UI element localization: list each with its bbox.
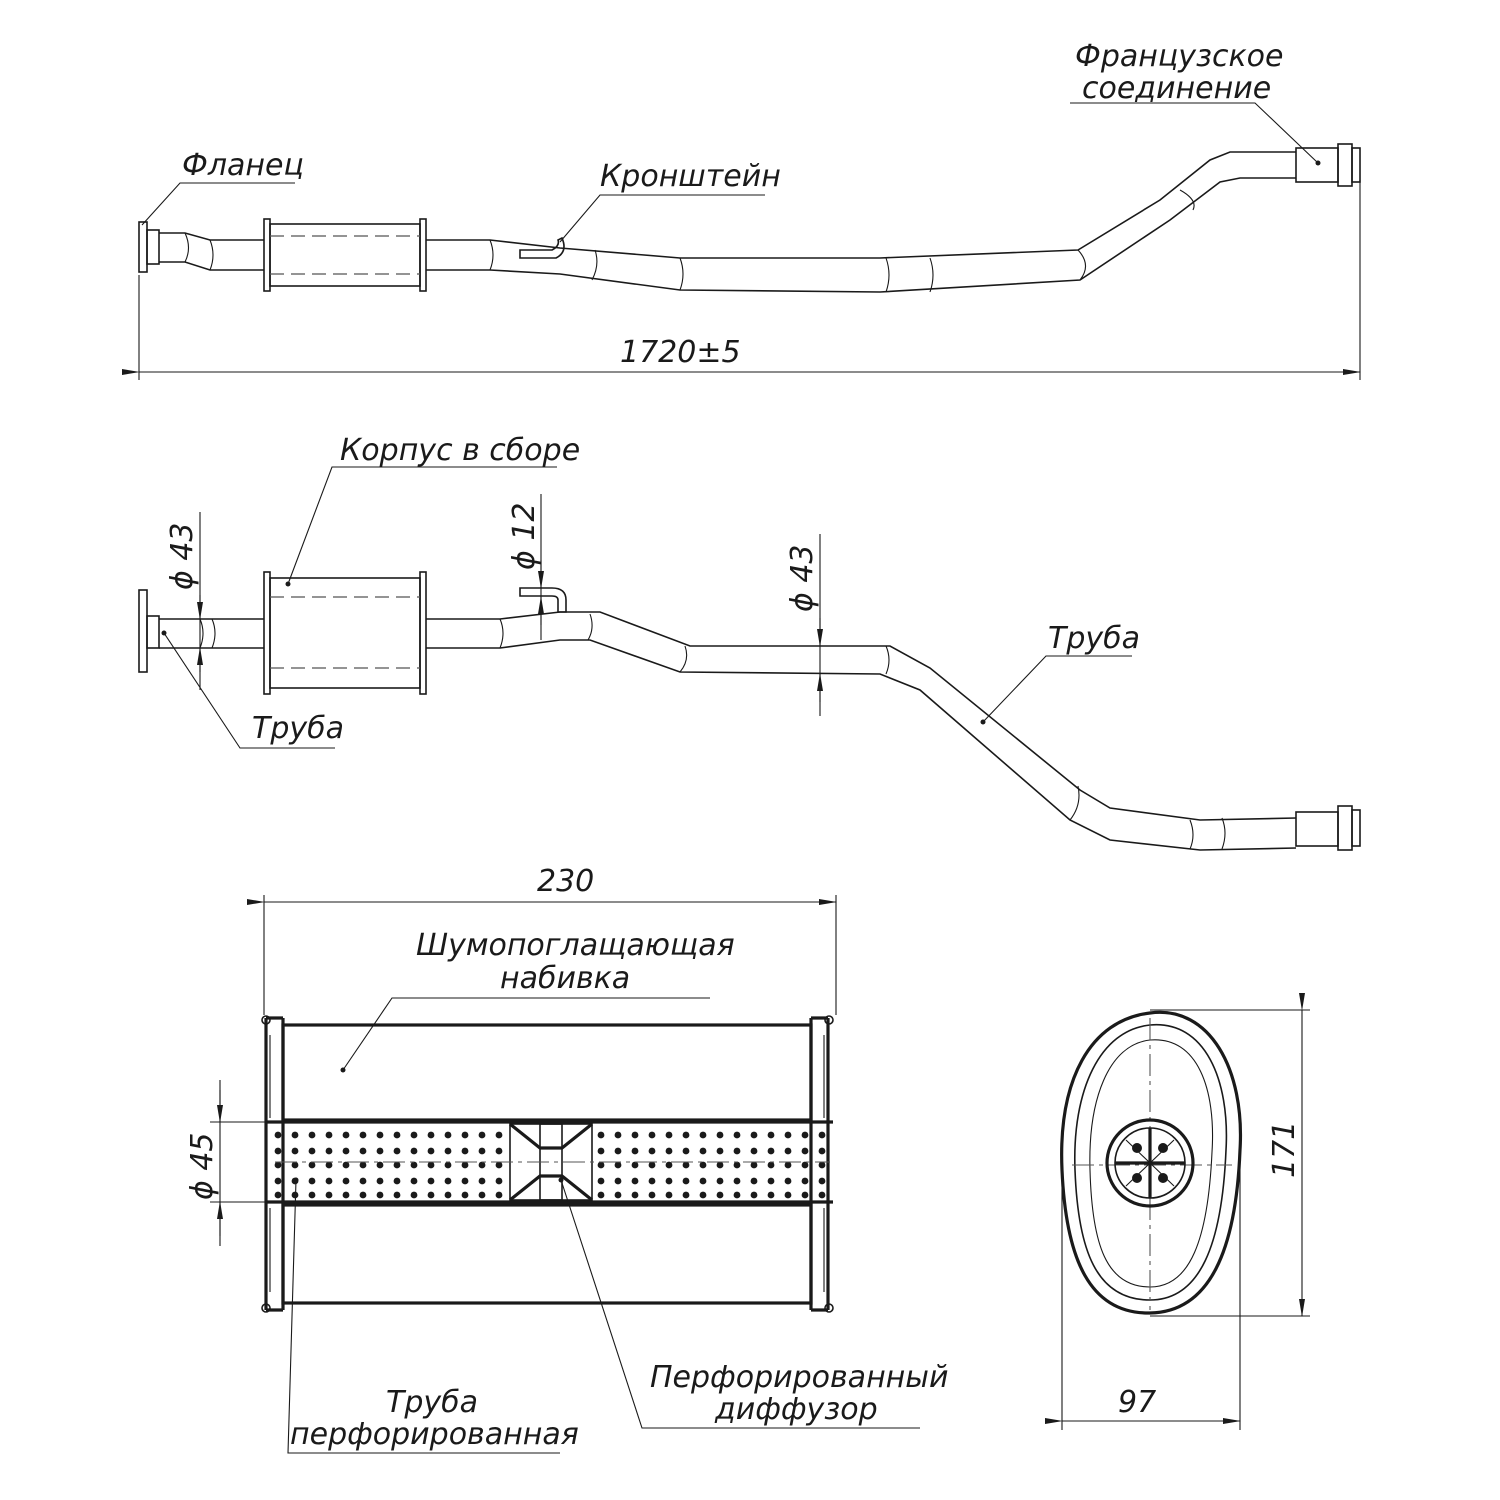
- label-perf-diffuser-2: диффузор: [714, 1392, 878, 1427]
- perforated-diffuser: [509, 1122, 593, 1202]
- label-housing: Корпус в сборе: [340, 433, 580, 468]
- dim-muffler-length: 230: [537, 864, 594, 899]
- muffler-end-view: [1045, 993, 1310, 1430]
- label-bracket: Кронштейн: [600, 159, 781, 194]
- dim-muffler-width: 97: [1118, 1385, 1156, 1420]
- absorb-upper: [281, 1023, 813, 1122]
- dim-pipe-dia-left: ϕ 43: [165, 523, 200, 591]
- flange-side: [138, 589, 148, 673]
- housing-side: [269, 577, 421, 689]
- dim-pipe-dia-mid: ϕ 43: [785, 545, 820, 613]
- dim-bracket-dia: ϕ 12: [507, 503, 542, 571]
- perforated-pipe-right: [592, 1127, 830, 1199]
- label-sound-absorb-2: набивка: [500, 961, 630, 996]
- flange-plate: [138, 221, 148, 273]
- main-pipe-side-lower: [426, 639, 1297, 851]
- pipe-end-circle: [1105, 1118, 1195, 1208]
- inlet-pipe: [159, 232, 264, 271]
- label-french-joint-2: соединение: [1082, 71, 1271, 106]
- label-perf-pipe-1: Труба: [386, 1385, 478, 1420]
- main-pipe-lower: [426, 177, 1296, 293]
- dim-total-length: 1720±5: [620, 335, 741, 370]
- bracket-side: [519, 587, 567, 613]
- top-view: [122, 102, 1361, 380]
- side-view: [138, 466, 1361, 851]
- oval-outer: [1060, 1010, 1243, 1315]
- label-pipe-left: Труба: [252, 711, 344, 746]
- muffler-section: [210, 895, 920, 1454]
- dim-inner-pipe-dia: ϕ 45: [185, 1133, 220, 1201]
- housing-top: [269, 223, 421, 287]
- pipe-left-side: [159, 618, 264, 649]
- absorb-lower: [281, 1203, 813, 1305]
- french-joint-side: [1295, 811, 1339, 847]
- main-pipe-upper: [426, 151, 1296, 259]
- bracket: [519, 236, 565, 259]
- perforated-pipe-left: [270, 1127, 510, 1199]
- dim-muffler-height: 171: [1267, 1121, 1302, 1178]
- label-sound-absorb-1: Шумопоглащающая: [416, 928, 735, 963]
- label-flange: Фланец: [182, 148, 304, 183]
- label-french-joint-1: Французское: [1075, 39, 1283, 74]
- main-pipe-side-upper: [426, 611, 1297, 821]
- label-perf-pipe-2: перфорированная: [290, 1417, 579, 1452]
- label-pipe-right: Труба: [1048, 621, 1140, 656]
- label-perf-diffuser-1: Перфорированный: [650, 1360, 948, 1395]
